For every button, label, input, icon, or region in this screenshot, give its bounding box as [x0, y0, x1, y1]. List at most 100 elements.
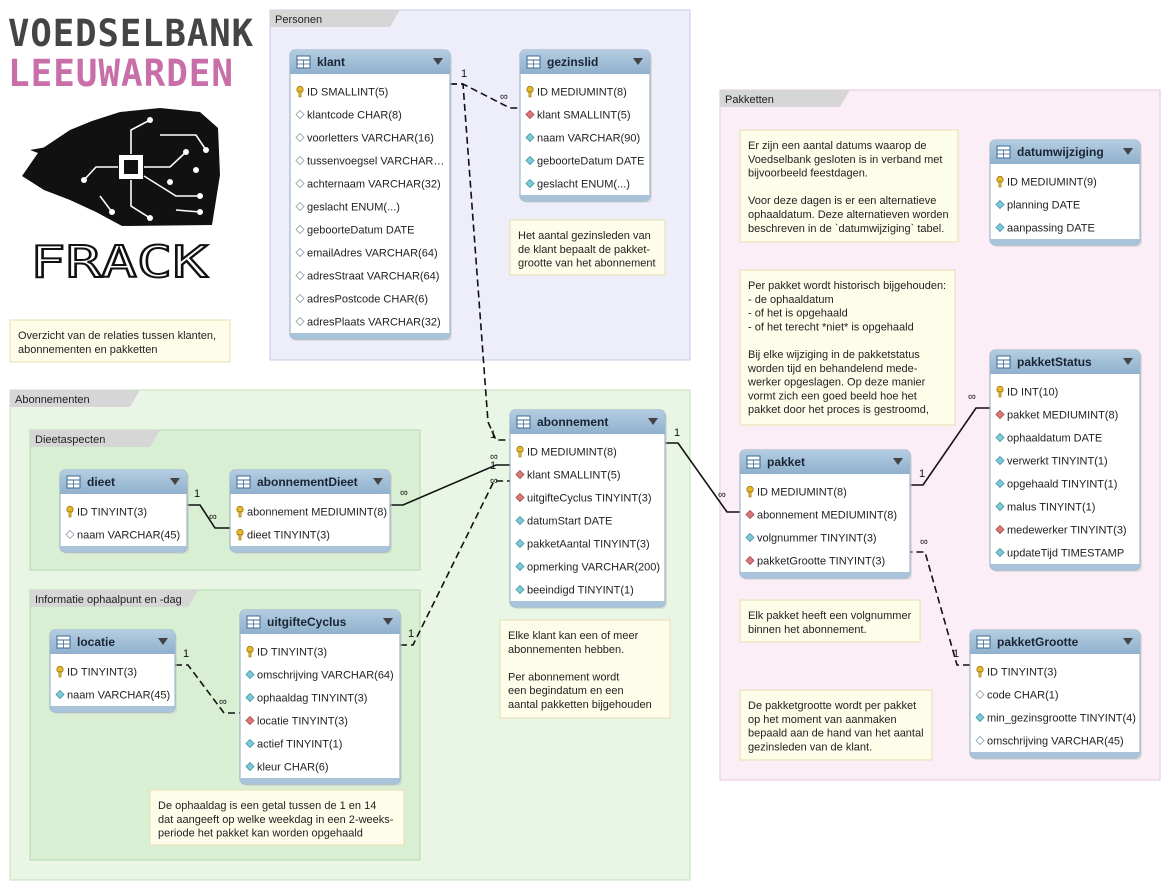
- field-label: malus TINYINT(1): [1007, 502, 1095, 514]
- cardinality-many: ∞: [490, 475, 498, 487]
- cardinality-many: ∞: [968, 391, 976, 403]
- logo-title-line2: LEEUWARDEN: [8, 52, 234, 95]
- group-tab: [30, 590, 198, 607]
- table-field: adresStraat VARCHAR(64): [295, 270, 439, 283]
- column-icon: [995, 222, 1005, 233]
- collapse-arrow-icon[interactable]: [373, 478, 383, 485]
- field-label: klant SMALLINT(5): [527, 470, 621, 482]
- field-label: updateTijd TIMESTAMP: [1007, 548, 1124, 560]
- cardinality-one: 1: [674, 427, 680, 439]
- logo-title-line1: VOEDSELBANK: [8, 12, 254, 55]
- table-field: emailAdres VARCHAR(64): [295, 247, 438, 260]
- collapse-arrow-icon[interactable]: [1123, 358, 1133, 365]
- nullable-column-icon: [295, 247, 305, 258]
- column-icon: [525, 132, 535, 143]
- cardinality-one: 1: [183, 648, 189, 660]
- field-label: dieet TINYINT(3): [247, 530, 330, 542]
- table-field: geboorteDatum DATE: [525, 156, 644, 168]
- table-field: abonnement MEDIUMINT(8): [745, 509, 897, 522]
- note-line: bepaald aan de hand van het aantal: [748, 728, 924, 740]
- note-line: op het moment van aanmaken: [748, 714, 897, 726]
- note-historie: Per pakket wordt historisch bijgehouden:…: [739, 269, 956, 426]
- table-field: geslacht ENUM(...): [525, 179, 630, 191]
- table-field: klant SMALLINT(5): [515, 470, 621, 482]
- group-tab: [270, 10, 400, 27]
- nullable-column-icon: [295, 201, 305, 212]
- table-name: pakket: [767, 455, 805, 469]
- column-icon: [515, 584, 525, 595]
- note-line: abonnementen hebben.: [508, 644, 624, 656]
- column-icon: [975, 712, 985, 723]
- field-label: verwerkt TINYINT(1): [1007, 456, 1108, 468]
- field-label: opmerking VARCHAR(200): [527, 562, 660, 574]
- table-header: [50, 630, 175, 654]
- table-header: [990, 350, 1140, 374]
- note-line: pakket door het proces is gestroomd,: [748, 404, 929, 416]
- nullable-column-icon: [295, 132, 305, 143]
- primary-key-icon: [296, 85, 304, 98]
- cardinality-one: 1: [953, 648, 959, 660]
- collapse-arrow-icon[interactable]: [433, 58, 443, 65]
- note-line: - of het terecht *niet* is opgehaald: [748, 321, 914, 333]
- collapse-arrow-icon[interactable]: [633, 58, 643, 65]
- collapse-arrow-icon[interactable]: [1123, 148, 1133, 155]
- note-overzicht: Overzicht van de relaties tussen klanten…: [9, 319, 231, 363]
- primary-key-icon: [526, 85, 534, 98]
- field-label: achternaam VARCHAR(32): [307, 179, 441, 191]
- primary-key-icon: [236, 505, 244, 518]
- collapse-arrow-icon[interactable]: [648, 418, 658, 425]
- note-line: Het aantal gezinsleden van: [518, 230, 651, 242]
- table-header: [970, 630, 1140, 654]
- table-field: abonnement MEDIUMINT(8): [236, 505, 387, 519]
- table-header: [510, 410, 665, 434]
- relation-locatie-uitgifteCyclus: 1∞: [175, 648, 240, 714]
- foreign-key-icon: [745, 509, 755, 520]
- nullable-column-icon: [295, 316, 305, 327]
- field-label: ID TINYINT(3): [67, 667, 137, 679]
- table-field: klant SMALLINT(5): [525, 110, 631, 122]
- field-label: beeindigd TINYINT(1): [527, 585, 634, 597]
- table-field: ID TINYINT(3): [66, 505, 147, 519]
- field-label: datumStart DATE: [527, 516, 612, 528]
- table-field: verwerkt TINYINT(1): [995, 456, 1108, 468]
- table-field: aanpassing DATE: [995, 222, 1095, 235]
- field-label: locatie TINYINT(3): [257, 716, 348, 728]
- field-label: actief TINYINT(1): [257, 739, 342, 751]
- table-icon: [236, 475, 251, 489]
- field-label: ID TINYINT(3): [257, 647, 327, 659]
- collapse-arrow-icon[interactable]: [1123, 638, 1133, 645]
- field-label: opgehaald TINYINT(1): [1007, 479, 1117, 491]
- field-label: tussenvoegsel VARCHAR…: [307, 156, 444, 168]
- field-label: aanpassing DATE: [1007, 223, 1095, 235]
- relation-klant-abonnement: 1∞: [450, 83, 510, 463]
- nullable-column-icon: [295, 270, 305, 281]
- collapse-arrow-icon[interactable]: [893, 458, 903, 465]
- table-field: adresPlaats VARCHAR(32): [295, 316, 441, 329]
- table-name: uitgifteCyclus: [267, 615, 347, 629]
- collapse-arrow-icon[interactable]: [383, 618, 393, 625]
- note-ophaaldag: De ophaaldag is een getal tussen de 1 en…: [149, 789, 405, 846]
- column-icon: [995, 432, 1005, 443]
- collapse-arrow-icon[interactable]: [170, 478, 180, 485]
- table-field: ophaaldatum DATE: [995, 432, 1102, 445]
- note-line: - of het is opgehaald: [748, 308, 848, 320]
- column-icon: [745, 532, 755, 543]
- collapse-arrow-icon[interactable]: [158, 638, 168, 645]
- cardinality-one: 1: [490, 460, 496, 472]
- table-icon: [996, 145, 1011, 159]
- table-header: [520, 50, 650, 74]
- note-line: de klant bepaalt de pakket-: [518, 244, 650, 256]
